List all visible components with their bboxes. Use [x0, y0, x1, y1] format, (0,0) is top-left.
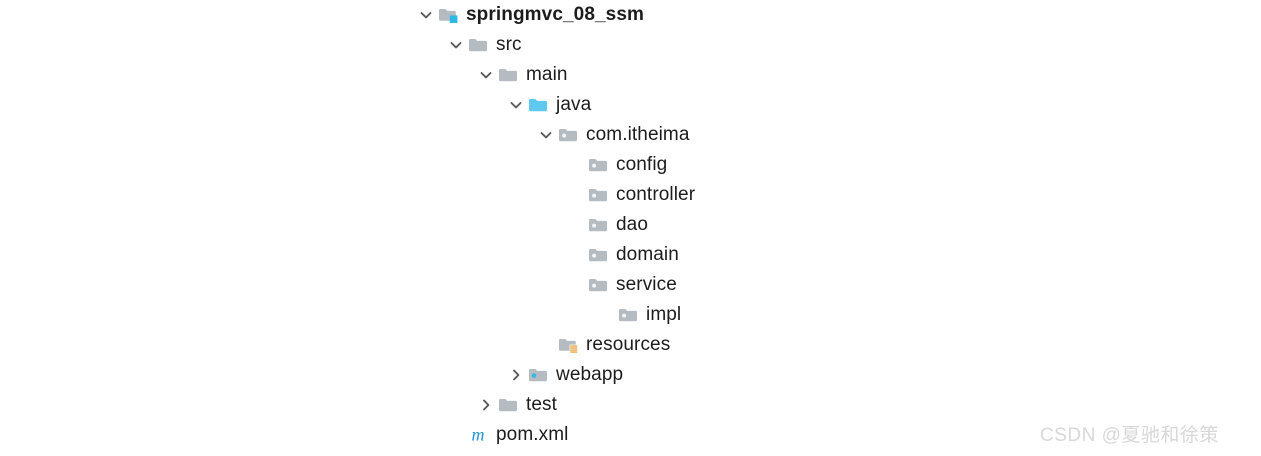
- chevron-down-icon[interactable]: [505, 90, 527, 120]
- chevron-down-icon[interactable]: [535, 120, 557, 150]
- chevron-right-icon[interactable]: [475, 390, 497, 420]
- package-folder-icon: [587, 210, 609, 240]
- package-folder-icon: [557, 120, 579, 150]
- tree-row-src[interactable]: src: [0, 30, 1261, 60]
- tree-item-label: src: [496, 34, 522, 55]
- tree-row-impl[interactable]: impl: [0, 300, 1261, 330]
- chevron-down-icon[interactable]: [445, 30, 467, 60]
- tree-row-springmvc_08_ssm[interactable]: springmvc_08_ssm: [0, 0, 1261, 30]
- tree-row-dao[interactable]: dao: [0, 210, 1261, 240]
- tree-row-test[interactable]: test: [0, 390, 1261, 420]
- source-folder-icon: [527, 90, 549, 120]
- twisty-spacer: [535, 330, 557, 360]
- tree-item-label: java: [556, 94, 592, 115]
- package-folder-icon: [587, 270, 609, 300]
- svg-text:m: m: [472, 425, 485, 445]
- twisty-spacer: [565, 270, 587, 300]
- tree-row-com.itheima[interactable]: com.itheima: [0, 120, 1261, 150]
- tree-item-label: pom.xml: [496, 424, 569, 445]
- tree-row-service[interactable]: service: [0, 270, 1261, 300]
- tree-item-label: main: [526, 64, 568, 85]
- tree-item-label: domain: [616, 244, 679, 265]
- tree-item-label: com.itheima: [586, 124, 690, 145]
- tree-row-config[interactable]: config: [0, 150, 1261, 180]
- resources-folder-icon: [557, 330, 579, 360]
- tree-row-java[interactable]: java: [0, 90, 1261, 120]
- folder-icon: [467, 30, 489, 60]
- twisty-spacer: [565, 240, 587, 270]
- package-folder-icon: [587, 240, 609, 270]
- tree-row-main[interactable]: main: [0, 60, 1261, 90]
- tree-row-domain[interactable]: domain: [0, 240, 1261, 270]
- module-folder-icon: [437, 0, 459, 30]
- maven-pom-icon: m: [467, 420, 489, 450]
- tree-item-label: springmvc_08_ssm: [466, 4, 644, 25]
- tree-item-label: config: [616, 154, 668, 175]
- tree-item-label: impl: [646, 304, 682, 325]
- chevron-down-icon[interactable]: [475, 60, 497, 90]
- package-folder-icon: [617, 300, 639, 330]
- twisty-spacer: [565, 210, 587, 240]
- chevron-right-icon[interactable]: [505, 360, 527, 390]
- csdn-watermark: CSDN @夏驰和徐策: [1040, 425, 1219, 446]
- tree-item-label: dao: [616, 214, 649, 235]
- tree-row-webapp[interactable]: webapp: [0, 360, 1261, 390]
- tree-row-controller[interactable]: controller: [0, 180, 1261, 210]
- chevron-down-icon[interactable]: [415, 0, 437, 30]
- package-folder-icon: [587, 180, 609, 210]
- twisty-spacer: [445, 420, 467, 450]
- tree-item-label: resources: [586, 334, 671, 355]
- twisty-spacer: [565, 180, 587, 210]
- package-folder-icon: [587, 150, 609, 180]
- tree-item-label: service: [616, 274, 677, 295]
- tree-row-pom.xml[interactable]: m pom.xml: [0, 420, 1261, 450]
- tree-row-resources[interactable]: resources: [0, 330, 1261, 360]
- twisty-spacer: [565, 150, 587, 180]
- twisty-spacer: [595, 300, 617, 330]
- tree-item-label: webapp: [556, 364, 624, 385]
- webapp-folder-icon: [527, 360, 549, 390]
- tree-item-label: test: [526, 394, 558, 415]
- folder-icon: [497, 60, 519, 90]
- tree-item-label: controller: [616, 184, 696, 205]
- folder-icon: [497, 390, 519, 420]
